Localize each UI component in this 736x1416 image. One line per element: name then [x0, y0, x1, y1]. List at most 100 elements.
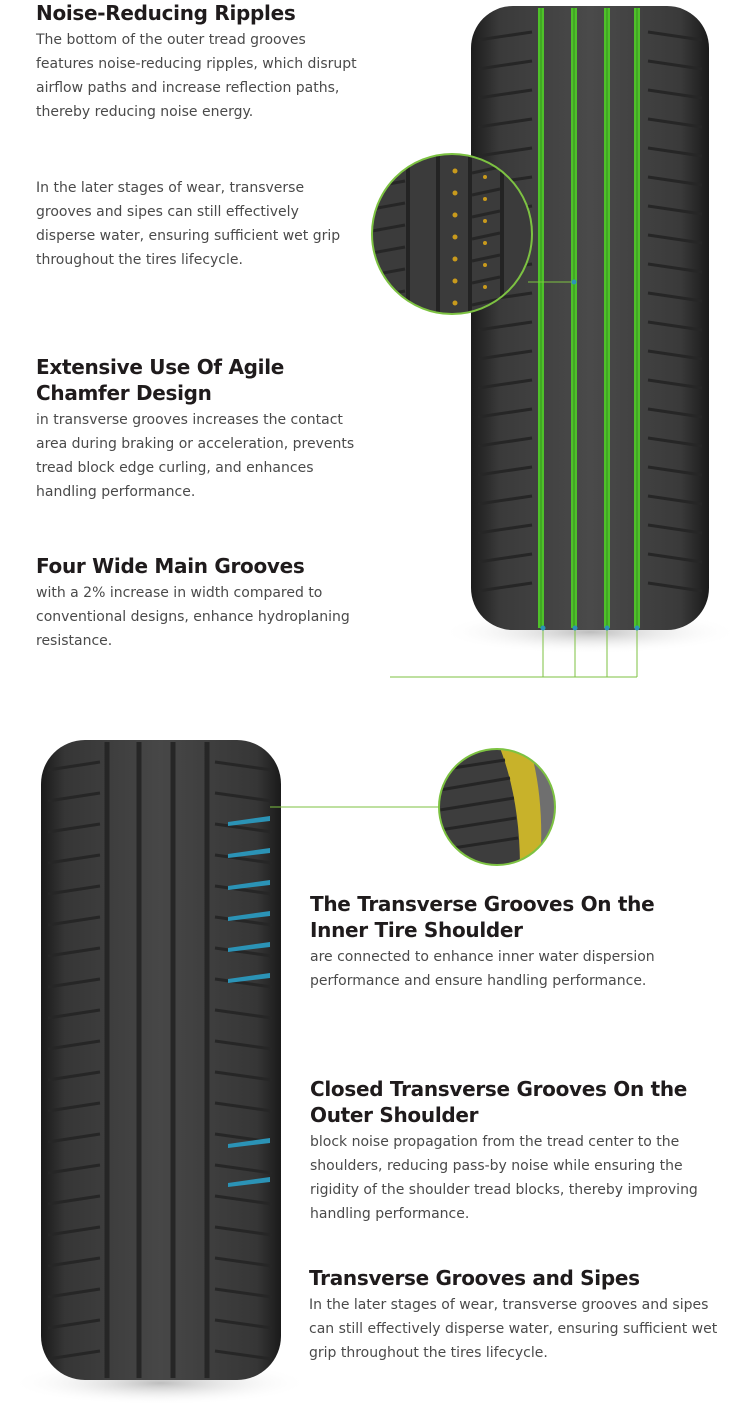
tread-groove	[47, 1349, 101, 1361]
tread-groove	[471, 165, 501, 175]
tread-groove	[477, 378, 533, 390]
tread-groove	[647, 88, 703, 100]
tread-groove	[47, 1225, 101, 1237]
tread-groove	[214, 1318, 273, 1330]
feature-closed-outer-shoulder: Closed Transverse Grooves On the Outer S…	[310, 1076, 710, 1226]
tread-groove	[477, 465, 533, 477]
chamfer-marker	[483, 285, 487, 289]
tread-groove	[214, 1070, 273, 1082]
tread-groove	[47, 977, 101, 989]
feature-description: block noise propagation from the tread c…	[310, 1134, 698, 1222]
tread-groove	[47, 884, 101, 896]
tread-groove	[214, 946, 273, 958]
feature-four-wide-main-grooves: Four Wide Main Grooves with a 2% increas…	[36, 553, 366, 653]
tread-groove	[647, 175, 703, 187]
tread-groove	[477, 552, 533, 564]
tread-groove	[214, 1194, 273, 1206]
tread-groove	[214, 822, 273, 834]
tread-groove	[471, 231, 501, 241]
feature-title: Extensive Use Of Agile Chamfer Design	[36, 355, 285, 405]
chamfer-marker	[452, 300, 458, 306]
groove-connector-lines	[390, 628, 638, 678]
tread-groove	[477, 407, 533, 419]
tread-groove	[47, 791, 101, 803]
tread-groove	[477, 349, 533, 361]
tread-groove	[471, 187, 501, 197]
tread-groove	[47, 1256, 101, 1268]
tread-groove	[214, 977, 273, 989]
tread-groove	[372, 311, 406, 314]
tread-groove	[214, 1039, 273, 1051]
blue-groove-highlight	[228, 911, 270, 921]
chamfer-marker	[483, 175, 487, 179]
tire-illustration-1	[390, 6, 736, 678]
feature-agile-chamfer: Extensive Use Of Agile Chamfer Design in…	[36, 354, 358, 504]
tread-groove	[214, 884, 273, 896]
chamfer-marker	[452, 168, 458, 174]
tread-groove	[647, 204, 703, 216]
feature-description: In the later stages of wear, transverse …	[36, 180, 341, 268]
tread-groove	[647, 233, 703, 245]
tread-groove	[372, 223, 406, 233]
chamfer-marker	[452, 278, 458, 284]
tread-groove	[647, 320, 703, 332]
tread-groove	[47, 1039, 101, 1051]
tread-groove	[471, 253, 501, 263]
chamfer-marker	[483, 241, 487, 245]
tread-groove	[647, 262, 703, 274]
tread-groove	[477, 494, 533, 506]
feature-description: are connected to enhance inner water dis…	[310, 949, 655, 989]
tread-groove	[214, 1225, 273, 1237]
tread-groove	[477, 88, 533, 100]
tread-groove	[214, 1008, 273, 1020]
tread-groove	[47, 853, 101, 865]
feature-description: In the later stages of wear, transverse …	[309, 1297, 718, 1361]
tread-groove	[647, 494, 703, 506]
tread-groove	[647, 146, 703, 158]
blue-groove-highlight	[228, 880, 270, 890]
tread-groove	[477, 117, 533, 129]
tread-groove	[47, 1008, 101, 1020]
feature-noise-reducing-ripples: Noise-Reducing Ripples The bottom of the…	[36, 0, 366, 124]
feature-title: Noise-Reducing Ripples	[36, 1, 296, 25]
chamfer-marker	[483, 197, 487, 201]
inner-shoulder-grooves	[228, 816, 270, 1187]
blue-groove-highlight	[228, 1138, 270, 1148]
tread-groove	[477, 320, 533, 332]
zoom-circle-chamfer	[371, 153, 577, 315]
blue-groove-highlight	[228, 942, 270, 952]
chamfer-marker	[452, 212, 458, 218]
tread-groove	[647, 407, 703, 419]
tread-groove	[647, 552, 703, 564]
tread-groove	[647, 523, 703, 535]
tread-groove	[47, 1132, 101, 1144]
tread-groove	[214, 1349, 273, 1361]
tread-groove	[372, 157, 406, 167]
tread-groove	[647, 291, 703, 303]
tread-groove	[477, 436, 533, 448]
tread-groove	[647, 436, 703, 448]
main-groove-lines	[538, 8, 640, 628]
tread-groove	[372, 201, 406, 211]
tread-groove	[47, 915, 101, 927]
tread-groove	[214, 791, 273, 803]
blue-groove-highlight	[228, 848, 270, 858]
feature-description: in transverse grooves increases the cont…	[36, 412, 355, 500]
tread-groove	[47, 760, 101, 772]
feature-wear-water-dispersion: In the later stages of wear, transverse …	[36, 176, 356, 272]
tread-groove	[214, 853, 273, 865]
tread-groove	[647, 30, 703, 42]
tread-groove	[47, 1194, 101, 1206]
groove-marker-dots	[540, 625, 640, 631]
zoom-circle-shoulder	[270, 748, 556, 866]
blue-groove-highlight	[228, 973, 270, 983]
blue-groove-highlight	[228, 816, 270, 826]
tread-groove	[214, 1163, 273, 1175]
tread-groove	[47, 822, 101, 834]
chamfer-marker	[452, 256, 458, 262]
feature-inner-shoulder-grooves: The Transverse Grooves On the Inner Tire…	[310, 891, 700, 993]
feature-title: The Transverse Grooves On the Inner Tire…	[310, 892, 655, 942]
feature-title: Transverse Grooves and Sipes	[309, 1266, 640, 1290]
chamfer-marker	[483, 263, 487, 267]
tread-groove	[214, 1256, 273, 1268]
